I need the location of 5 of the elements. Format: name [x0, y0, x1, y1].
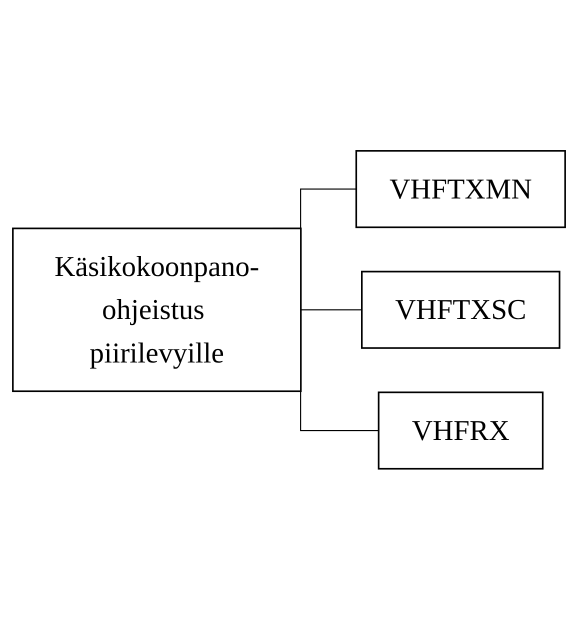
- connector: [300, 308, 362, 310]
- node-box: VHFRX: [378, 391, 544, 470]
- node-box: VHFTXSC: [361, 270, 560, 349]
- node-box: VHFTXMN: [355, 150, 566, 228]
- node-box: Käsikokoonpano-ohjeistus piirilevyille: [12, 227, 302, 392]
